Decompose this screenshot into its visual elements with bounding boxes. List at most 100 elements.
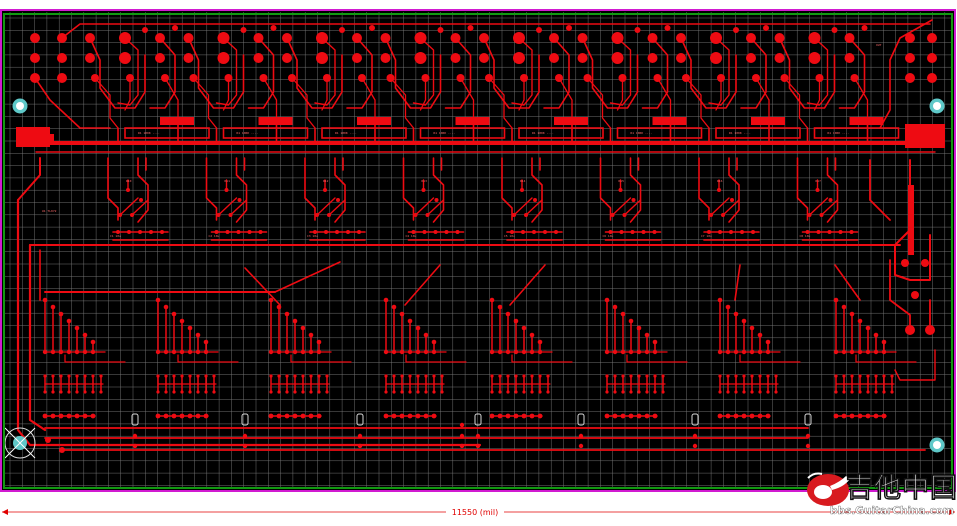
trace (244, 267, 281, 306)
pad (629, 390, 633, 394)
trace (119, 197, 139, 216)
trace (304, 157, 316, 221)
pad (196, 390, 200, 394)
silk-label: R1 100K ---- (532, 131, 554, 135)
connector (804, 413, 812, 426)
pad (325, 390, 329, 394)
jack-trace (247, 37, 275, 109)
pad (734, 374, 738, 378)
pad (188, 374, 192, 378)
pad (82, 332, 88, 338)
jack-pad (905, 53, 915, 63)
bus-pad (849, 117, 884, 125)
bus-segment (616, 127, 703, 139)
pad (653, 374, 657, 378)
pad (631, 198, 636, 202)
jack-trace (853, 77, 869, 126)
jack-trace (488, 77, 513, 129)
jack-pad (479, 53, 489, 63)
pad (490, 374, 494, 378)
connector (577, 413, 585, 426)
pad (489, 297, 495, 303)
jack-trace (543, 37, 570, 109)
pad (554, 230, 558, 234)
silk-label: OUT (876, 43, 882, 47)
pad (620, 311, 626, 317)
pad (533, 198, 537, 202)
jack-trace (262, 77, 278, 126)
jack-pad (844, 53, 855, 63)
jack-trace (346, 37, 373, 109)
pad (335, 230, 339, 234)
pad (67, 390, 71, 394)
jack-trace (656, 77, 672, 126)
jack-pad (733, 27, 739, 33)
jack-pad (774, 53, 785, 63)
pad (99, 374, 103, 378)
pad (757, 332, 763, 338)
pad (383, 297, 389, 303)
trace (432, 157, 445, 223)
pad (726, 374, 730, 378)
pad (718, 230, 722, 234)
jack-pad (763, 25, 769, 31)
pad (90, 339, 96, 345)
pad (132, 443, 138, 449)
connector (241, 413, 249, 426)
jack-trace (412, 37, 435, 106)
silk-label: R12 (323, 179, 329, 183)
pad (530, 374, 534, 378)
pad (214, 230, 219, 234)
bus-pad (357, 117, 391, 125)
pad (91, 390, 95, 394)
silk-label: C5 10u (504, 234, 515, 238)
trace (334, 157, 346, 223)
trace (889, 259, 911, 331)
pad (258, 230, 263, 234)
pad (43, 390, 47, 394)
pad (925, 325, 935, 335)
pad (440, 374, 444, 378)
pad (742, 390, 746, 394)
silk-label: R1 100K ---- (237, 131, 259, 135)
pad (317, 390, 321, 394)
pad (729, 230, 733, 234)
silk-label: R10 (126, 179, 132, 183)
jack-trace (124, 77, 131, 111)
pad (514, 390, 518, 394)
silk-label: R1 100K ---- (729, 131, 751, 135)
pad (718, 390, 722, 394)
pad (765, 339, 771, 345)
jack-pad (664, 25, 671, 31)
jack-pad (240, 27, 247, 33)
pad (75, 374, 79, 378)
jack-pad (927, 73, 937, 83)
pad (301, 374, 305, 378)
pad (529, 332, 535, 338)
jack-pad (217, 52, 230, 64)
jack-pad (172, 25, 178, 31)
pad (730, 198, 734, 202)
pad (521, 230, 525, 234)
pad (242, 433, 248, 439)
pad (399, 311, 405, 317)
silk-label: R15 (619, 179, 625, 183)
pad (155, 297, 161, 303)
pad (858, 390, 862, 394)
bus-segment (124, 127, 210, 139)
pad (309, 390, 313, 394)
origin-cross (4, 427, 36, 459)
pad (816, 230, 821, 234)
jack-trace (740, 37, 767, 109)
jack-trace (215, 37, 238, 106)
bus-pad (258, 117, 293, 125)
silk-label: R14 (520, 179, 526, 183)
pad (849, 311, 855, 317)
pad (434, 198, 439, 202)
jack-pad (119, 52, 131, 64)
jack-pad (352, 53, 362, 63)
pad (475, 443, 481, 449)
jack-trace (483, 37, 540, 109)
pad (285, 390, 289, 394)
trace (626, 354, 688, 363)
